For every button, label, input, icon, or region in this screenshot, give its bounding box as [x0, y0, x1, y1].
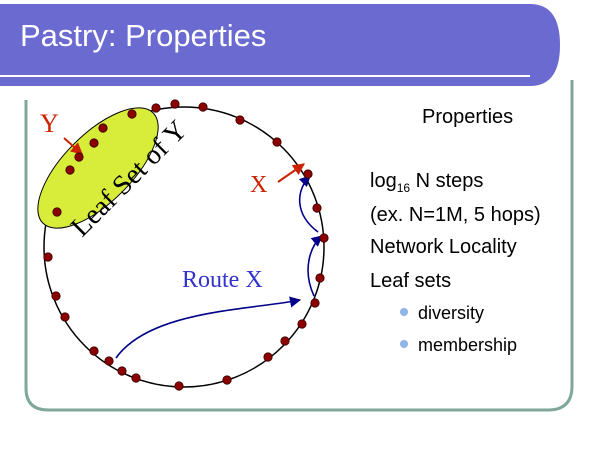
bullet-icon — [400, 340, 408, 349]
ring-node — [198, 102, 208, 112]
properties-heading: Properties — [422, 106, 514, 128]
ring-node — [315, 273, 325, 283]
y-node-label: Y — [40, 109, 59, 138]
ring-node — [89, 138, 99, 148]
ring-node — [303, 169, 313, 179]
ring-node — [280, 336, 290, 346]
ring-node — [98, 123, 108, 133]
property-leaf-sets: Leaf sets — [370, 270, 452, 292]
ring-node — [89, 346, 99, 356]
route-label: Route X — [182, 267, 263, 293]
log-base: 16 — [396, 181, 411, 195]
properties-panel: Properties log16 N steps (ex. N=1M, 5 ho… — [360, 100, 590, 360]
ring-node — [131, 373, 141, 383]
ring-node — [174, 381, 184, 391]
property-log-steps: log16 N steps — [370, 170, 483, 195]
bullet-label: diversity — [418, 303, 485, 323]
bullet-item: membership — [400, 335, 517, 356]
ring-node — [127, 109, 137, 119]
route-hop-3 — [298, 175, 319, 233]
ring-node — [51, 291, 61, 301]
page-title: Pastry: Properties — [20, 18, 267, 53]
log-suffix: N steps — [410, 170, 484, 192]
ring-node — [104, 356, 114, 366]
ring-node — [263, 352, 273, 362]
bullet-label: membership — [418, 335, 518, 355]
ring-node — [319, 233, 329, 243]
x-pointer-arrow — [277, 163, 305, 183]
ring-node — [235, 115, 245, 125]
ring-node — [151, 103, 161, 113]
y-pointer-arrow — [63, 137, 83, 155]
ring-node — [272, 137, 282, 147]
ring-node — [60, 312, 70, 322]
ring-node — [43, 252, 53, 262]
ring-node — [297, 319, 307, 329]
ring-node — [74, 152, 84, 162]
slide-frame — [24, 80, 574, 412]
ring-node — [310, 298, 320, 308]
x-node-label: X — [250, 172, 267, 198]
property-network-locality: Network Locality — [370, 236, 517, 258]
ring-node — [65, 165, 75, 175]
pastry-ring — [43, 106, 325, 388]
route-hop-2 — [307, 235, 323, 297]
property-example: (ex. N=1M, 5 hops) — [370, 204, 541, 226]
ring-node — [52, 207, 62, 217]
ring-nodes — [43, 99, 329, 391]
ring-node — [222, 375, 232, 385]
bullet-icon — [400, 308, 408, 317]
route-hop-1 — [115, 296, 302, 359]
ring-node — [117, 366, 127, 376]
ring-node — [170, 99, 180, 109]
ring-node — [312, 203, 322, 213]
log-prefix: log — [370, 170, 397, 192]
bullet-item: diversity — [400, 303, 484, 324]
title-bar — [0, 4, 560, 86]
